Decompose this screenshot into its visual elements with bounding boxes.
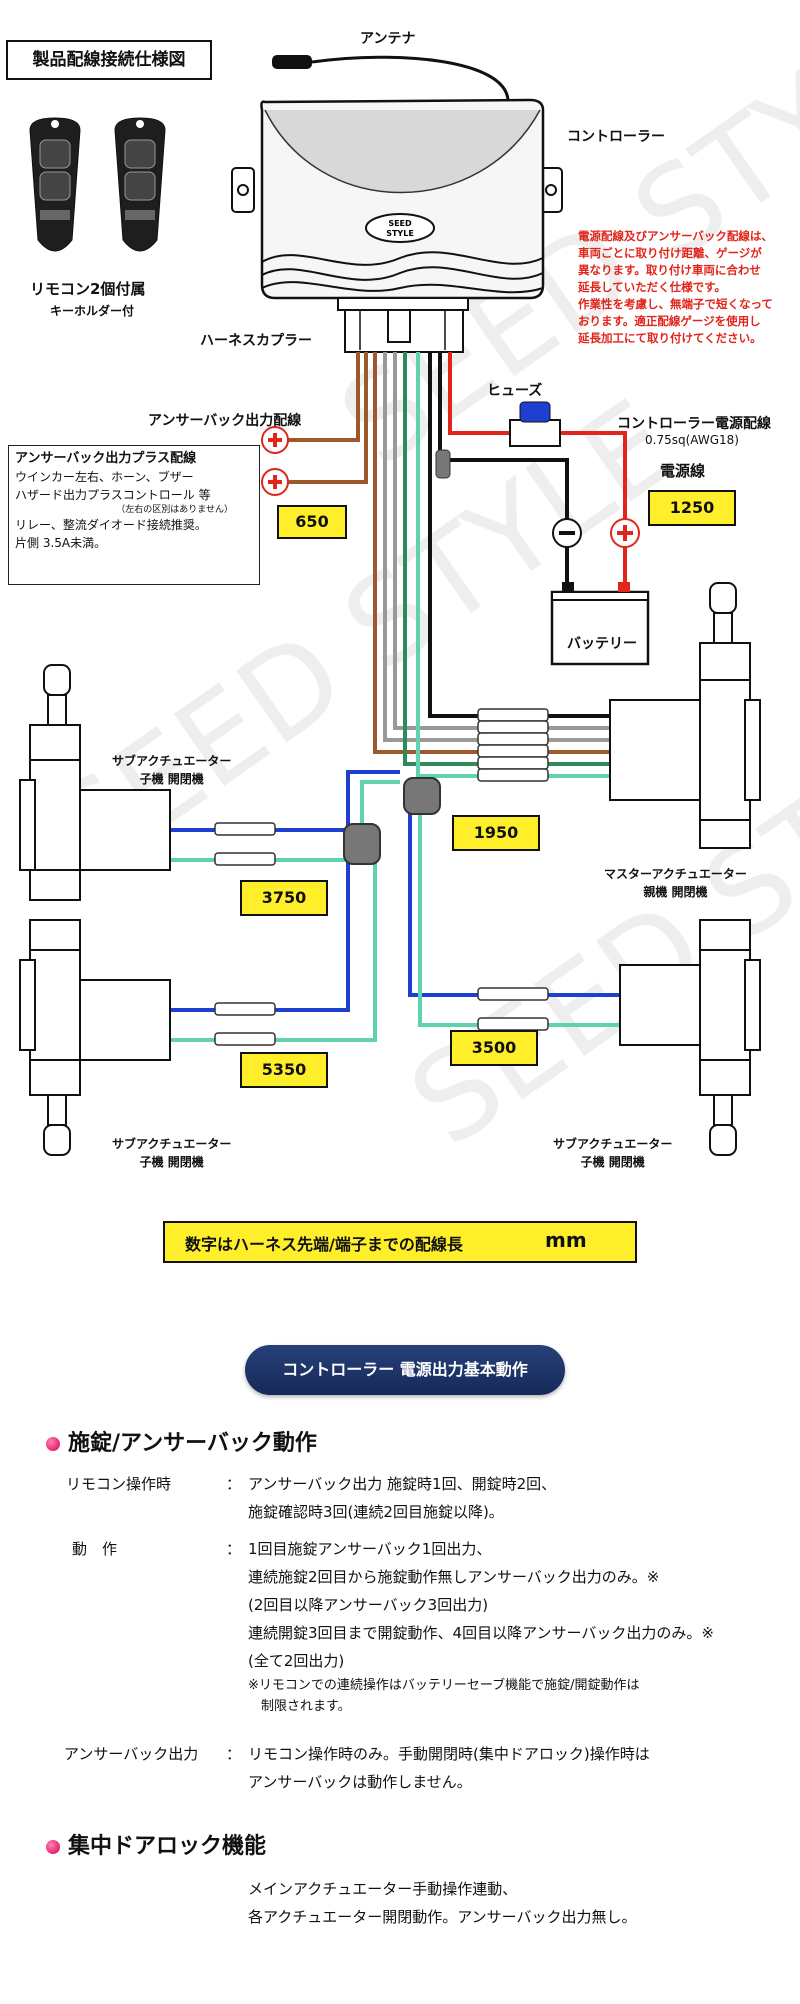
- length-sub-left-bottom: 5350: [240, 1052, 328, 1088]
- fuse: [509, 401, 561, 447]
- length-note-text: 数字はハーネス先端/端子までの配線長: [185, 1235, 463, 1254]
- actuator-right-bottom: [619, 919, 761, 1156]
- length-answerback: 650: [277, 505, 347, 539]
- row-value: 1回目施錠アンサーバック1回出力、 連続施錠2回目から施錠動作無しアンサーバック…: [248, 1535, 714, 1717]
- actuator-sub: 子機 開閉機: [139, 1155, 204, 1169]
- remote-subtitle: キーホルダー付: [50, 304, 135, 318]
- row-line: アンサーバック出力 施錠時1回、開錠時2回、: [248, 1475, 557, 1493]
- red-note-line: 延長加工にて取り付けてください。: [578, 331, 762, 345]
- sub-actuator-right-bottom-label: サブアクチュエーター 子機 開閉機: [553, 1135, 672, 1171]
- actuator-sub: 子機 開閉機: [580, 1155, 645, 1169]
- bullet-icon: [46, 1840, 60, 1854]
- remote-title: リモコン2個付属: [30, 280, 146, 298]
- row-colon: ：: [226, 1540, 242, 1558]
- answerback-note-small: （左右の区別はありません）: [116, 505, 233, 515]
- row-line: 1回目施錠アンサーバック1回出力、: [248, 1540, 492, 1558]
- answerback-note-title: アンサーバック出力プラス配線: [15, 451, 197, 466]
- row-value: リモコン操作時のみ。手動開閉時(集中ドアロック)操作時は アンサーバックは動作し…: [248, 1740, 650, 1796]
- actuator-sub: 子機 開閉機: [139, 772, 204, 786]
- power-line-label: 電源線: [660, 462, 706, 480]
- actuator-left-top: [19, 664, 171, 901]
- antenna: [272, 55, 510, 101]
- red-note-line: おります。適正配線ゲージを使用し: [578, 314, 761, 328]
- row-note-line: 制限されます。: [248, 1699, 351, 1714]
- lock-section-title: 施錠/アンサーバック動作: [46, 1425, 317, 1457]
- controller-label: コントローラー: [567, 129, 665, 145]
- actuator-name: サブアクチュエーター: [112, 1137, 232, 1151]
- answerback-output-label: アンサーバック出力配線: [148, 413, 302, 429]
- row-line: (全て2回出力): [248, 1652, 345, 1670]
- central-section-title-text: 集中ドアロック機能: [68, 1834, 267, 1859]
- row-label: リモコン操作時: [66, 1475, 172, 1493]
- red-note: 電源配線及びアンサーバック配線は、 車両ごとに取り付け距離、ゲージが 異なります…: [578, 228, 796, 347]
- logo-style: STYLE: [386, 229, 414, 238]
- bullet-icon: [46, 1437, 60, 1451]
- row-line: (2回目以降アンサーバック3回出力): [248, 1596, 489, 1614]
- length-note-unit: mm: [545, 1228, 587, 1252]
- battery-label: バッテリー: [567, 636, 637, 652]
- actuator-master: [609, 582, 761, 849]
- master-actuator-label: マスターアクチュエーター 親機 開閉機: [604, 865, 747, 901]
- central-section-title: 集中ドアロック機能: [46, 1828, 266, 1860]
- red-note-line: 車両ごとに取り付け距離、ゲージが: [578, 246, 762, 260]
- row-label: 動 作: [72, 1540, 118, 1558]
- central-section-body: メインアクチュエーター手動操作連動、 各アクチュエーター開閉動作。アンサーバック…: [248, 1875, 637, 1931]
- answerback-note-line: ハザード出力プラスコントロール 等: [15, 488, 211, 502]
- actuator-name: サブアクチュエーター: [553, 1137, 673, 1151]
- row-colon: ：: [226, 1745, 242, 1763]
- red-note-line: 作業性を考慮し、無端子で短くなって: [578, 297, 773, 311]
- row-line: 連続開錠3回目まで開錠動作、4回目以降アンサーバック出力のみ。※: [248, 1624, 714, 1642]
- actuator-left-bottom: [19, 919, 171, 1156]
- wire-connectors: [214, 708, 549, 1046]
- remote-controls: [29, 117, 166, 252]
- answerback-note: アンサーバック出力プラス配線 ウインカー左右、ホーン、ブザー ハザード出力プラス…: [8, 445, 260, 585]
- splice-blocks: [343, 449, 451, 865]
- row-label: アンサーバック出力: [64, 1745, 199, 1763]
- row-note-line: ※リモコンでの連続操作はバッテリーセーブ機能で施錠/開錠動作は: [248, 1678, 640, 1693]
- length-note-box: 数字はハーネス先端/端子までの配線長 mm: [163, 1221, 637, 1263]
- central-line: 各アクチュエーター開閉動作。アンサーバック出力無し。: [248, 1908, 637, 1926]
- answerback-terminals: [261, 426, 289, 496]
- controller-unit: SEED STYLE: [231, 98, 563, 300]
- length-master: 1950: [452, 815, 540, 851]
- actuator-name: マスターアクチュエーター: [604, 867, 747, 881]
- row-note: ※リモコンでの連続操作はバッテリーセーブ機能で施錠/開錠動作は 制限されます。: [248, 1675, 714, 1717]
- row-line: アンサーバックは動作しません。: [248, 1773, 472, 1791]
- wiring-diagram: SEED STYLE SEED STYLE SEED STYLE SEED ST…: [19, 0, 800, 1174]
- power-wire-spec: 0.75sq(AWG18): [645, 433, 739, 447]
- red-note-line: 電源配線及びアンサーバック配線は、: [578, 229, 773, 243]
- length-power: 1250: [648, 490, 736, 526]
- power-wire-title: コントローラー電源配線: [617, 416, 771, 432]
- length-sub-right: 3500: [450, 1030, 538, 1066]
- answerback-note-line: 片側 3.5A未満。: [15, 536, 107, 550]
- row-value: アンサーバック出力 施錠時1回、開錠時2回、 施錠確認時3回(連続2回目施錠以降…: [248, 1470, 556, 1526]
- fuse-label: ヒューズ: [487, 383, 543, 399]
- row-line: 施錠確認時3回(連続2回目施錠以降)。: [248, 1503, 504, 1521]
- central-line: メインアクチュエーター手動操作連動、: [248, 1880, 518, 1898]
- answerback-note-line: ウインカー左右、ホーン、ブザー: [15, 470, 194, 484]
- actuator-sub: 親機 開閉機: [643, 885, 708, 899]
- sub-actuator-left-top-label: サブアクチュエーター 子機 開閉機: [112, 752, 231, 788]
- length-sub-left-top: 3750: [240, 880, 328, 916]
- lock-section-title-text: 施錠/アンサーバック動作: [68, 1431, 317, 1456]
- section-pill: コントローラー 電源出力基本動作: [245, 1345, 565, 1395]
- page-title: 製品配線接続仕様図: [6, 40, 212, 80]
- logo-seed: SEED: [388, 219, 412, 228]
- battery: [550, 518, 650, 666]
- harness-coupler-label: ハーネスカプラー: [200, 333, 312, 349]
- sub-actuator-left-bottom-label: サブアクチュエーター 子機 開閉機: [112, 1135, 231, 1171]
- row-line: リモコン操作時のみ。手動開閉時(集中ドアロック)操作時は: [248, 1745, 650, 1763]
- antenna-label: アンテナ: [360, 31, 416, 47]
- answerback-note-line: リレー、整流ダイオード接続推奨。: [15, 518, 207, 532]
- harness-coupler: [337, 297, 469, 353]
- row-colon: ：: [226, 1475, 242, 1493]
- row-line: 連続施錠2回目から施錠動作無しアンサーバック出力のみ。※: [248, 1568, 660, 1586]
- actuator-name: サブアクチュエーター: [112, 754, 232, 768]
- red-note-line: 異なります。取り付け車両に合わせ: [578, 263, 761, 277]
- red-note-line: 延長していただく仕様です。: [578, 280, 727, 294]
